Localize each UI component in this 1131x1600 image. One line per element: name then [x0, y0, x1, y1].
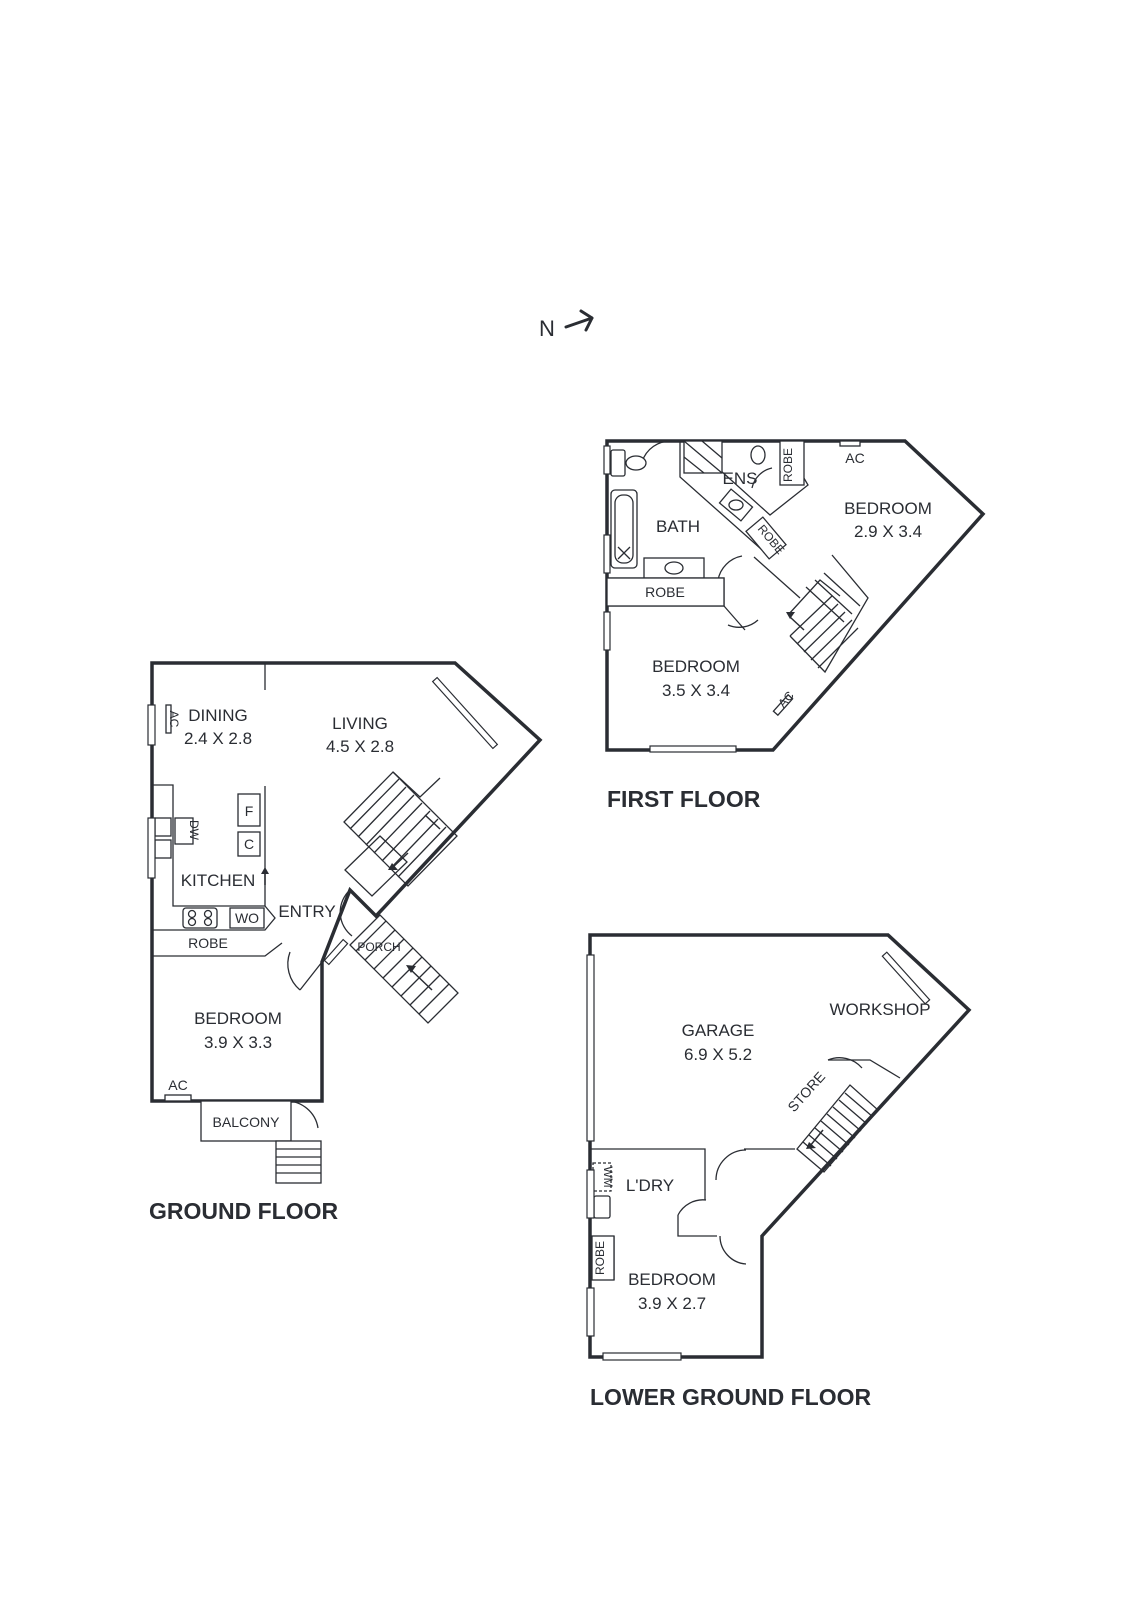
north-label: N	[539, 316, 555, 341]
room-label-store: STORE	[784, 1068, 828, 1114]
fridge-label: F	[245, 803, 254, 819]
ac-label: AC	[167, 711, 181, 728]
room-label-bedroom: BEDROOM	[194, 1009, 282, 1028]
room-label-living: LIVING	[332, 714, 388, 733]
room-label-bath: BATH	[656, 517, 700, 536]
first-floor-plan: ENS ROBE AC BEDROOM 2.9 X 3.4 BATH ROBE …	[603, 439, 986, 812]
room-label-balcony: BALCONY	[213, 1114, 281, 1130]
north-arrow-icon	[564, 309, 594, 332]
robe-label: ROBE	[645, 584, 685, 600]
room-label-bedroom: BEDROOM	[844, 499, 932, 518]
floor-title-lower-ground: LOWER GROUND FLOOR	[590, 1384, 871, 1410]
room-dimensions: 6.9 X 5.2	[684, 1045, 752, 1064]
room-dimensions: 3.9 X 2.7	[638, 1294, 706, 1313]
robe-label: ROBE	[593, 1241, 607, 1275]
cupboard-label: C	[244, 836, 254, 852]
floor-title-first: FIRST FLOOR	[607, 786, 761, 812]
room-label-bedroom: BEDROOM	[652, 657, 740, 676]
room-label-workshop: WORKSHOP	[829, 1000, 930, 1019]
room-label-dining: DINING	[188, 706, 248, 725]
washing-machine-label: WM	[601, 1166, 615, 1187]
room-label-bedroom: BEDROOM	[628, 1270, 716, 1289]
ground-floor-plan: DINING 2.4 X 2.8 AC LIVING 4.5 X 2.8 F C…	[147, 661, 543, 1224]
room-label-laundry: L'DRY	[626, 1176, 674, 1195]
room-dimensions: 4.5 X 2.8	[326, 737, 394, 756]
ac-label: AC	[845, 450, 864, 466]
room-label-ens: ENS	[723, 469, 758, 488]
room-dimensions: 2.9 X 3.4	[854, 522, 922, 541]
north-indicator: N	[539, 309, 594, 341]
room-label-entry: ENTRY	[278, 902, 335, 921]
lower-ground-floor-plan: WORKSHOP GARAGE 6.9 X 5.2 STORE WM L'DRY…	[586, 933, 972, 1410]
dishwasher-label: DW	[187, 820, 201, 841]
robe-label: ROBE	[781, 448, 795, 482]
room-label-porch: PORCH	[357, 940, 400, 954]
floor-title-ground: GROUND FLOOR	[149, 1198, 338, 1224]
robe-label: ROBE	[188, 935, 228, 951]
wall-oven-label: WO	[235, 910, 259, 926]
ac-label: AC	[168, 1077, 187, 1093]
room-label-garage: GARAGE	[682, 1021, 755, 1040]
room-dimensions: 3.5 X 3.4	[662, 681, 730, 700]
room-dimensions: 3.9 X 3.3	[204, 1033, 272, 1052]
room-label-kitchen: KITCHEN	[181, 871, 256, 890]
room-dimensions: 2.4 X 2.8	[184, 729, 252, 748]
